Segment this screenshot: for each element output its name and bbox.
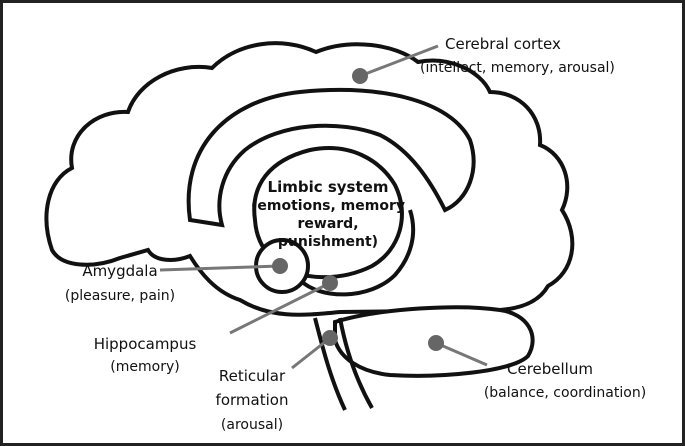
cerebral-cortex-marker	[352, 68, 368, 84]
reticular-formation-desc: (arousal)	[221, 417, 283, 433]
limbic-system-desc-3: punishment)	[278, 234, 378, 250]
cerebral-cortex-desc: (intellect, memory, arousal)	[420, 60, 615, 76]
amygdala-desc: (pleasure, pain)	[65, 288, 175, 304]
hippocampus-label: Hippocampus	[94, 335, 197, 353]
cerebellum-label: Cerebellum	[507, 360, 593, 378]
cerebral-cortex-label: Cerebral cortex	[445, 35, 561, 53]
cerebellum-marker	[428, 335, 444, 351]
amygdala-marker	[272, 258, 288, 274]
hippocampus-marker	[322, 275, 338, 291]
cerebellum-desc: (balance, coordination)	[484, 385, 646, 401]
reticular-marker	[322, 330, 338, 346]
limbic-system-desc-1: (emotions, memory	[251, 198, 405, 214]
reticular-formation-label: Reticular	[219, 367, 286, 385]
amygdala-label: Amygdala	[82, 262, 157, 280]
hippocampus-desc: (memory)	[110, 359, 179, 375]
limbic-system-desc-2: reward,	[297, 216, 358, 232]
limbic-system-label: Limbic system	[268, 178, 389, 196]
reticular-formation-label-2: formation	[216, 391, 289, 409]
